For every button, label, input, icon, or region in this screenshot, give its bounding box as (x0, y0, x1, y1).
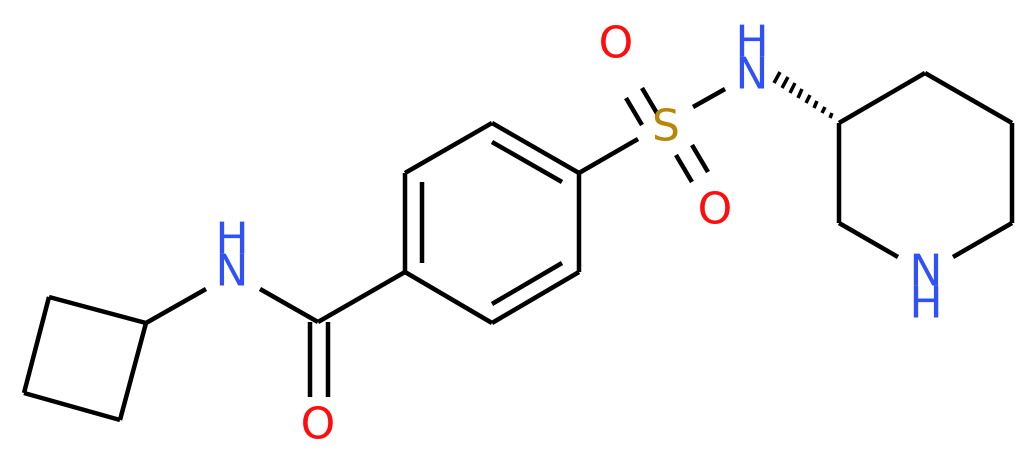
cyclobutane-ring (21, 294, 149, 423)
sulfonyl-oxygen-bottom-label: O (698, 184, 733, 235)
piperidine-nitrogen-label: N (910, 246, 943, 297)
sulfonamide-nitrogen-label: N (736, 49, 769, 100)
bond-so-bottom-a (674, 153, 694, 184)
sulfur-label: S (652, 101, 680, 152)
bond-n-carbonyl (258, 287, 320, 324)
sulfonyl-oxygen-top-label: O (599, 18, 634, 69)
hashed-wedge-bond (772, 71, 834, 119)
bond-ring-sulfur (577, 137, 640, 175)
bond-sulfur-n (691, 87, 727, 109)
bond-so-bottom-b (690, 143, 710, 174)
amide-hydrogen-label: H (215, 214, 248, 265)
piperidine-ring (836, 71, 1015, 259)
bond-so-top-a (624, 96, 644, 127)
amide-nitrogen-label: N (216, 246, 249, 297)
bond-cyclobutyl-n (144, 287, 208, 325)
sulfonamide-hydrogen-label: H (735, 17, 768, 68)
carbonyl-oxygen-label: O (301, 399, 336, 450)
piperidine-hydrogen-label: H (909, 278, 942, 329)
benzene-ring (402, 121, 582, 325)
bond-so-top-b (640, 86, 660, 117)
bond-carbonyl-ring (316, 270, 407, 324)
